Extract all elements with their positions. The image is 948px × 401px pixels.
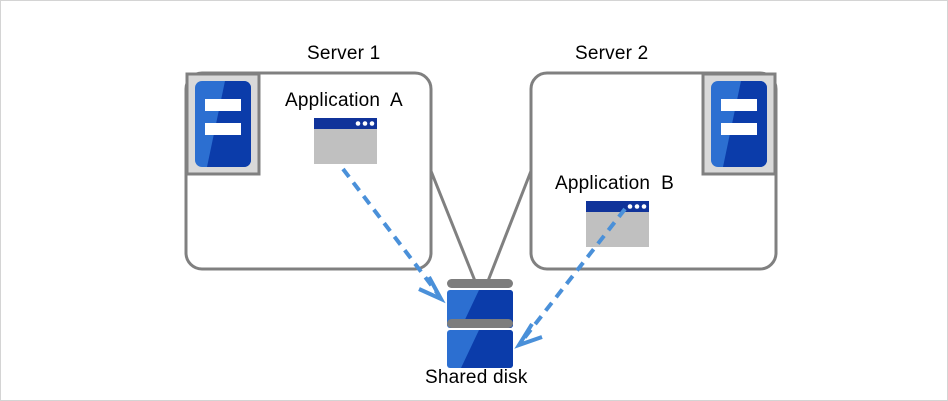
app-window-titlebar bbox=[314, 118, 377, 129]
disk-separator-middle bbox=[447, 319, 513, 328]
arrow-app-a-to-disk bbox=[341, 167, 446, 304]
shared-disk-icon[interactable] bbox=[447, 279, 513, 368]
app-window-dot bbox=[627, 204, 633, 209]
disk-separator-top bbox=[447, 279, 513, 288]
arrow-a-shaft bbox=[341, 167, 440, 296]
app-window-dot bbox=[362, 121, 368, 126]
application-window-icon-b[interactable] bbox=[586, 201, 649, 247]
app-window-dot bbox=[641, 204, 647, 209]
app-window-dot bbox=[355, 121, 361, 126]
server-2-title: Server 2 bbox=[575, 43, 649, 64]
server-1-icon[interactable] bbox=[185, 72, 261, 176]
server-icon-glyph bbox=[711, 81, 767, 167]
app-window-titlebar bbox=[586, 201, 649, 212]
app-window-dot bbox=[634, 204, 640, 209]
arrow-a-head bbox=[418, 276, 446, 304]
application-b-label: Application B bbox=[555, 173, 674, 194]
arrow-b-shaft bbox=[520, 207, 627, 343]
shared-disk-label: Shared disk bbox=[425, 367, 528, 388]
server-1-title: Server 1 bbox=[307, 43, 381, 64]
connector-server2-to-disk bbox=[486, 170, 533, 282]
app-window-dot bbox=[369, 121, 375, 126]
application-a-label: Application A bbox=[285, 90, 403, 111]
arrow-app-b-to-disk bbox=[514, 207, 627, 349]
server-icon-glyph bbox=[195, 81, 251, 167]
connector-server1-to-disk bbox=[429, 170, 477, 282]
disk-platter-lower bbox=[447, 330, 513, 368]
arrow-b-head bbox=[514, 322, 543, 349]
server-2-icon[interactable] bbox=[701, 72, 777, 176]
application-window-icon-a[interactable] bbox=[314, 118, 377, 164]
